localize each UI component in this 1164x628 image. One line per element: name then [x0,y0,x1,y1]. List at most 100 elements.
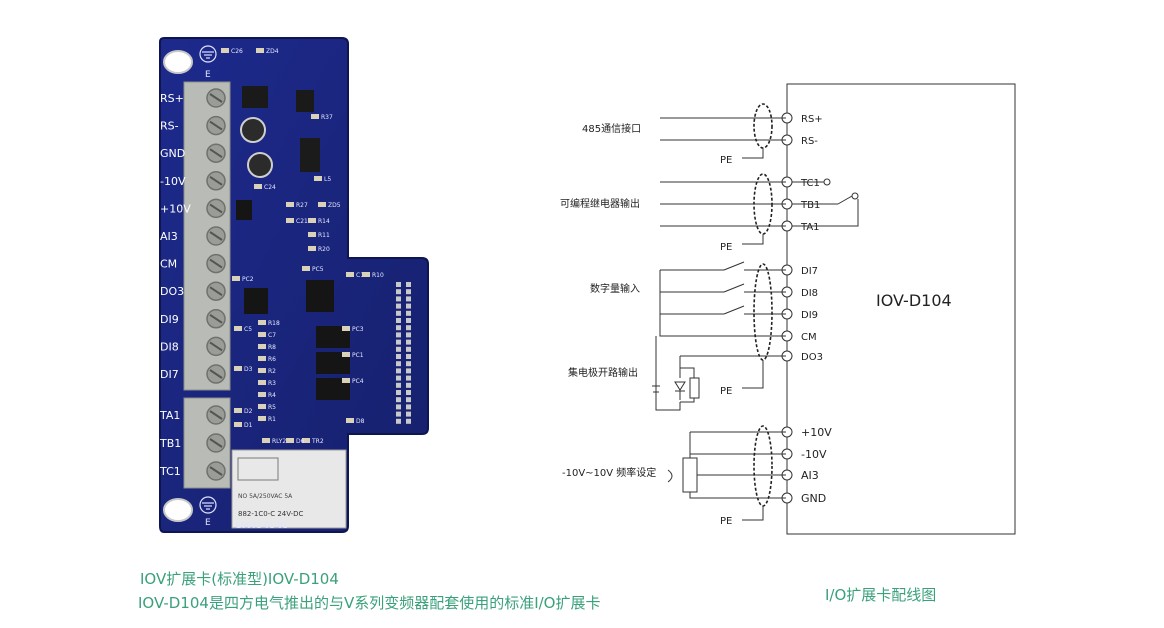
ground-symbol-top [199,45,217,63]
electrolytic-cap-1 [240,117,266,143]
terminal-name: +10V [801,426,832,439]
label-open-collector: 集电极开路输出 [568,366,638,379]
header-pin [396,325,401,331]
wire-cm [659,270,786,337]
smd-component [302,266,310,271]
ic-pc5 [306,280,334,312]
terminal-label: DI7 [160,368,179,381]
pe-wire-digital [742,360,764,389]
ic-pc1 [316,352,350,374]
component-label: R2 [268,368,276,375]
header-pin [396,303,401,309]
device-name: IOV-D104 [876,291,952,310]
terminal-name: AI3 [801,469,819,482]
component-label: D8 [356,418,365,425]
smd-component [262,438,270,443]
component-label: R27 [296,202,308,209]
smd-component [258,380,266,385]
label-rs485: 485通信接口 [582,122,641,135]
terminal-name: TA1 [800,222,820,233]
smd-component [258,404,266,409]
terminal-name: CM [801,332,817,343]
switch-di7 [723,261,745,271]
header-pin [406,289,411,295]
component-label: R14 [318,218,330,225]
smd-component [221,48,229,53]
pe-wire-freq [742,506,764,521]
terminal-label: RS+ [160,92,184,105]
header-pin [406,375,411,381]
terminal-name: GND [801,492,826,505]
header-pin [396,397,401,403]
terminal-label: DI9 [160,313,179,326]
header-pin [406,411,411,417]
header-pin [396,361,401,367]
ic-pc3 [316,326,350,348]
smd-component [258,392,266,397]
terminal-name: DO3 [801,352,823,363]
component-label: R3 [268,380,276,387]
caption-product-title: IOV扩展卡(标准型)IOV-D104 [140,570,339,588]
smd-component [342,378,350,383]
smd-component [258,368,266,373]
pe-label-freq: PE [720,516,732,527]
component-label: R10 [372,272,384,279]
terminal-name: RS- [801,136,818,147]
header-pin [396,318,401,323]
regulator-ic-2 [296,90,314,112]
pe-wire-rs485 [742,148,764,159]
pe-label-rs485: PE [720,155,732,166]
terminal-label: TC1 [159,465,181,478]
component-label: R4 [268,392,276,399]
header-pin [396,368,401,374]
transistor-tr3 [236,200,252,220]
relay-ratings: NO 5A/250VAC 5A [238,493,293,500]
header-pin [406,382,411,388]
component-label: D1 [244,422,253,429]
header-pin [396,339,401,345]
mounting-hole-top [163,50,193,74]
component-label: R20 [318,246,330,253]
smd-component [234,326,242,331]
smd-component [258,332,266,337]
header-pin [406,303,411,309]
smd-component [234,408,242,413]
ic-pc4 [316,378,350,400]
header-pin [396,382,401,388]
terminal-label: +10V [160,202,191,215]
pe-label-digital: PE [720,386,732,397]
terminal-label: TA1 [159,409,180,422]
smd-component [346,272,354,277]
header-pin [406,397,411,403]
device-box [786,83,1016,535]
part-number: E0602-01-01 [236,521,288,530]
smd-component [254,184,262,189]
caption-diagram-title: I/O扩展卡配线图 [825,586,937,604]
smd-component [286,202,294,207]
pe-wire-relay [742,234,764,245]
component-label: PC2 [242,276,254,283]
smd-component [346,418,354,423]
component-label: RLY2 [272,438,286,445]
diode-symbol [674,381,686,391]
smd-component [308,232,316,237]
smd-component [308,246,316,251]
terminal-name: TC1 [800,178,820,189]
contact-switch [837,195,853,205]
component-label: C5 [244,326,252,333]
header-pin [406,354,411,359]
terminal-label: DI8 [160,340,179,353]
component-label: D6 [296,438,305,445]
switch-di8 [723,283,745,293]
component-label: TR2 [311,438,324,445]
component-label: ZD5 [328,202,341,209]
header-pin [406,390,411,395]
header-pin [406,318,411,323]
contact-tc1-node [823,178,831,186]
smd-component [234,422,242,427]
terminal-name: DI8 [801,288,818,299]
ground-label-bottom: E [205,518,211,528]
header-pin [396,354,401,359]
